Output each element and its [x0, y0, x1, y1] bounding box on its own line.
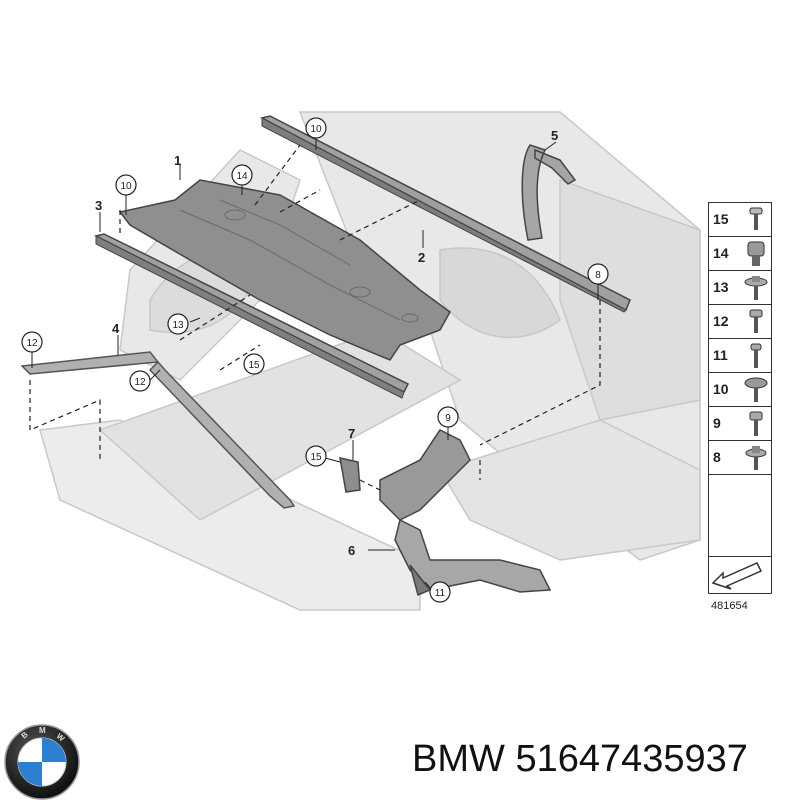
callout-2: 2 [418, 250, 425, 265]
screw-icon [749, 207, 763, 230]
svg-text:15: 15 [248, 360, 260, 371]
part-2-upper-rail [259, 115, 631, 313]
legend-number: 10 [713, 381, 729, 397]
legend-arrow-cell [709, 557, 771, 593]
dashed-leader-lines [29, 144, 601, 491]
expanding-nut-icon [747, 241, 765, 266]
legend-number: 14 [713, 245, 729, 261]
drawing-number: 481654 [711, 600, 748, 612]
flange-screw-icon [744, 377, 768, 402]
svg-text:13: 13 [172, 320, 184, 331]
legend-number: 15 [713, 211, 729, 227]
brand-name: BMW [412, 738, 505, 780]
legend-row-15: 15 [709, 203, 771, 237]
legend-spacer [709, 475, 771, 557]
legend-row-11: 11 [709, 339, 771, 373]
callout-15-lower: 15 [243, 353, 265, 375]
fastener-legend: 15 14 13 12 11 10 9 8 [708, 202, 772, 594]
callout-6: 6 [348, 543, 355, 558]
legend-row-10: 10 [709, 373, 771, 407]
svg-text:8: 8 [595, 270, 601, 281]
callout-13: 13 [167, 313, 189, 335]
part-4-strut [20, 351, 296, 509]
screw-icon [750, 343, 762, 368]
svg-text:15: 15 [310, 452, 322, 463]
callout-1: 1 [174, 153, 181, 168]
svg-text:M: M [39, 726, 46, 735]
collar-screw-icon [745, 446, 767, 470]
part-1-shield-panel [118, 179, 451, 361]
callout-10-left: 10 [115, 174, 137, 196]
callout-11: 11 [429, 581, 451, 603]
legend-row-14: 14 [709, 237, 771, 271]
part-number-value: 51647435937 [515, 738, 748, 780]
callout-12-mid: 12 [129, 370, 151, 392]
screw-icon [749, 411, 763, 436]
callout-15-bracket: 15 [305, 445, 327, 467]
legend-number: 12 [713, 313, 729, 329]
bracket-assembly [339, 429, 552, 597]
svg-text:11: 11 [435, 588, 446, 599]
legend-number: 13 [713, 279, 729, 295]
callout-3: 3 [95, 198, 102, 213]
svg-text:12: 12 [26, 338, 38, 349]
callout-8: 8 [587, 263, 609, 285]
brand-part-number: BMW 51647435937 [412, 738, 748, 781]
part-1-shield-details [179, 199, 419, 323]
callout-10-upper: 10 [305, 117, 327, 139]
svg-text:14: 14 [236, 171, 248, 182]
legend-number: 9 [713, 415, 721, 431]
callout-4: 4 [112, 321, 120, 336]
svg-text:10: 10 [310, 124, 322, 135]
screw-icon [749, 309, 763, 333]
legend-row-8: 8 [709, 441, 771, 475]
callout-12-left: 12 [21, 331, 43, 353]
svg-text:12: 12 [134, 377, 146, 388]
legend-row-12: 12 [709, 305, 771, 339]
legend-row-9: 9 [709, 407, 771, 441]
svg-text:W: W [55, 732, 67, 744]
svg-text:B: B [20, 730, 30, 741]
bmw-logo: B M W [4, 724, 80, 800]
callout-14: 14 [231, 164, 253, 186]
callout-9: 9 [437, 406, 459, 428]
svg-text:9: 9 [445, 413, 451, 424]
direction-arrow-icon [711, 562, 763, 590]
callout-5: 5 [551, 128, 558, 143]
part-3-lower-rail [93, 233, 410, 399]
legend-number: 8 [713, 449, 721, 465]
collar-screw-icon [744, 276, 768, 300]
callout-7: 7 [348, 426, 355, 441]
legend-number: 11 [713, 347, 728, 363]
svg-text:10: 10 [120, 181, 132, 192]
legend-row-13: 13 [709, 271, 771, 305]
